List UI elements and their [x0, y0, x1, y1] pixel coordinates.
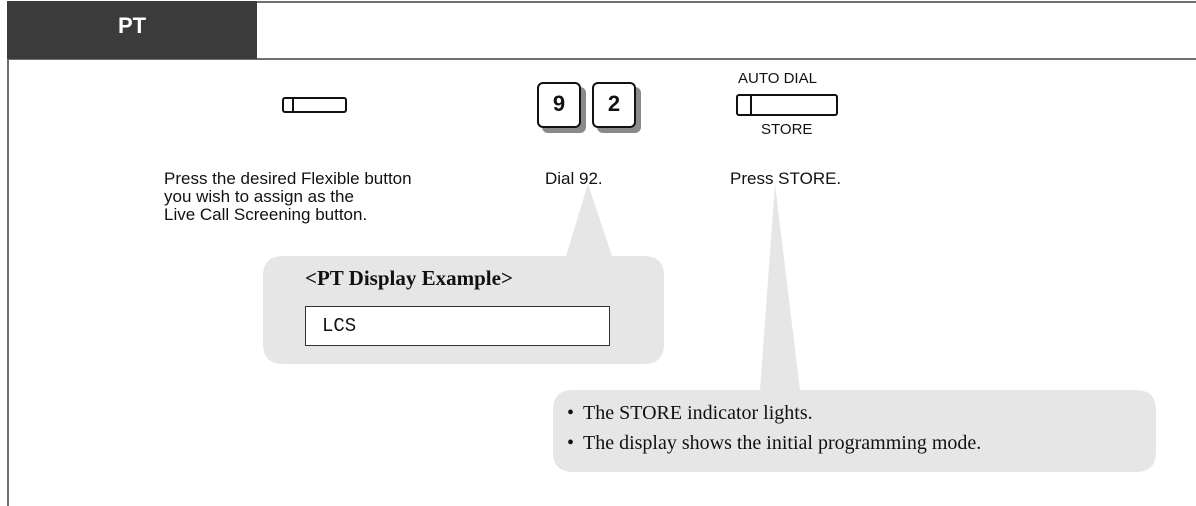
store-button-icon — [736, 94, 838, 116]
store-label: STORE — [761, 121, 813, 138]
notes-list: The STORE indicator lights. The display … — [567, 398, 981, 458]
section-tab-label: PT — [117, 13, 147, 38]
lcd-display-text: LCS — [322, 315, 357, 337]
flexible-button-icon — [282, 97, 347, 113]
frame-top-border — [7, 1, 1196, 3]
step-press-flexible-button: Press the desired Flexible button you wi… — [164, 170, 412, 224]
step1-line3: Live Call Screening button. — [164, 205, 368, 224]
auto-dial-label: AUTO DIAL — [738, 70, 817, 87]
step1-line1: Press the desired Flexible button — [164, 169, 412, 188]
step-press-store: Press STORE. — [730, 169, 842, 188]
dial-key-2: 2 — [592, 82, 636, 128]
section-tab: PT — [7, 1, 257, 59]
display-example-title: <PT Display Example> — [305, 266, 513, 290]
header-divider — [7, 58, 1196, 60]
dial-key-9: 9 — [537, 82, 581, 128]
frame-left-border — [7, 1, 9, 506]
note-item: The STORE indicator lights. — [567, 398, 981, 428]
note-item: The display shows the initial programmin… — [567, 428, 981, 458]
step-dial-92: Dial 92. — [545, 169, 603, 188]
step1-line2: you wish to assign as the — [164, 187, 354, 206]
lcd-display: LCS — [305, 306, 610, 346]
